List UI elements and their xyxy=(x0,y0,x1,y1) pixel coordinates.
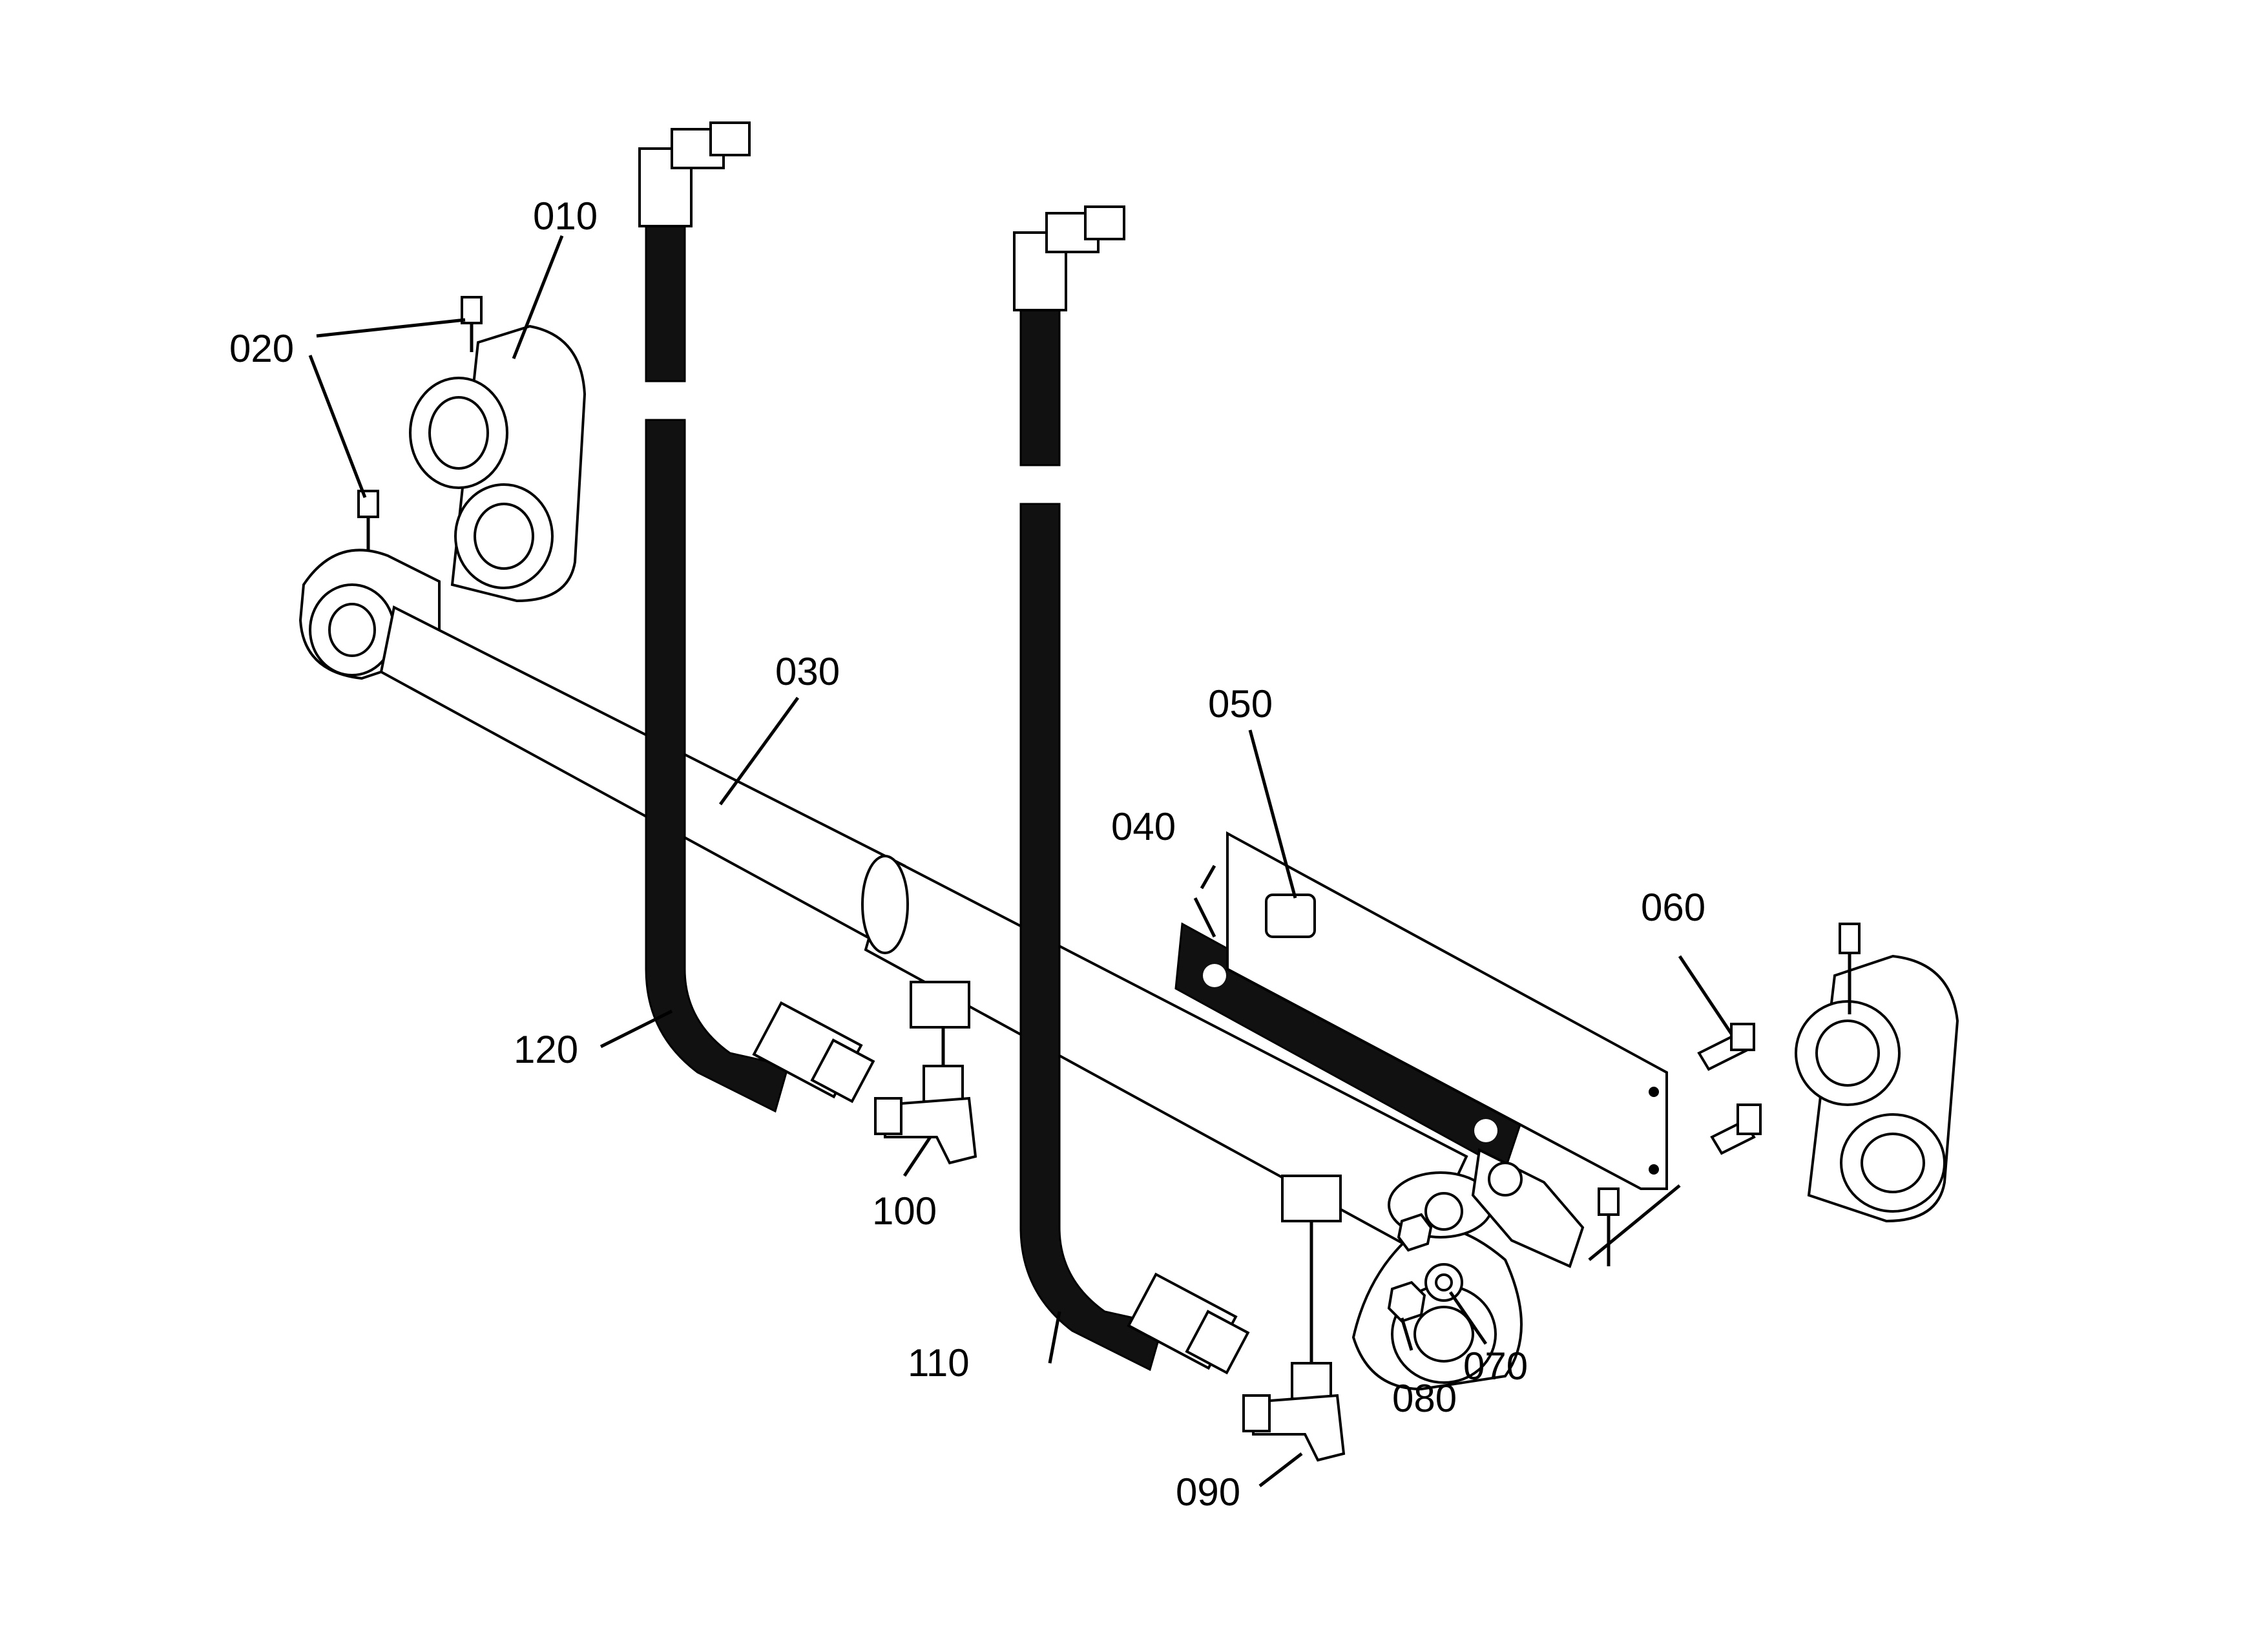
grease-nipple-left-upper xyxy=(461,296,483,352)
left-bracket xyxy=(409,324,587,603)
washer-070 xyxy=(1424,1263,1463,1302)
bolt-060-upper xyxy=(1697,1023,1755,1071)
label-050: 050 xyxy=(1208,682,1273,726)
right-bracket xyxy=(1795,923,1959,1223)
elbow-fitting-100 xyxy=(874,1065,977,1165)
grease-nipple-rear xyxy=(1598,1187,1620,1266)
rear-link-bracket xyxy=(1471,1147,1585,1268)
elbow-fitting-090 xyxy=(1242,1362,1346,1462)
label-040: 040 xyxy=(1111,805,1176,848)
label-080: 080 xyxy=(1392,1377,1457,1420)
leader-lines xyxy=(308,235,1733,1487)
label-060: 060 xyxy=(1641,886,1705,929)
label-090: 090 xyxy=(1176,1470,1240,1514)
bolt-060-lower xyxy=(1710,1103,1762,1155)
plate-050 xyxy=(1226,831,1668,1190)
label-020: 020 xyxy=(229,327,294,370)
label-110: 110 xyxy=(908,1341,970,1385)
washer-near-eye xyxy=(1397,1192,1463,1252)
label-100: 100 xyxy=(872,1189,937,1233)
hydraulic-cylinder xyxy=(298,549,1523,1391)
part-labels: 010 020 030 040 050 060 070 080 090 100 … xyxy=(229,194,1705,1514)
hose-120 xyxy=(638,121,875,1113)
label-010: 010 xyxy=(533,194,598,238)
nut-080 xyxy=(1387,1281,1426,1323)
label-120: 120 xyxy=(514,1028,578,1071)
label-030: 030 xyxy=(775,650,840,693)
hose-110 xyxy=(1013,205,1250,1375)
label-070: 070 xyxy=(1463,1344,1528,1388)
